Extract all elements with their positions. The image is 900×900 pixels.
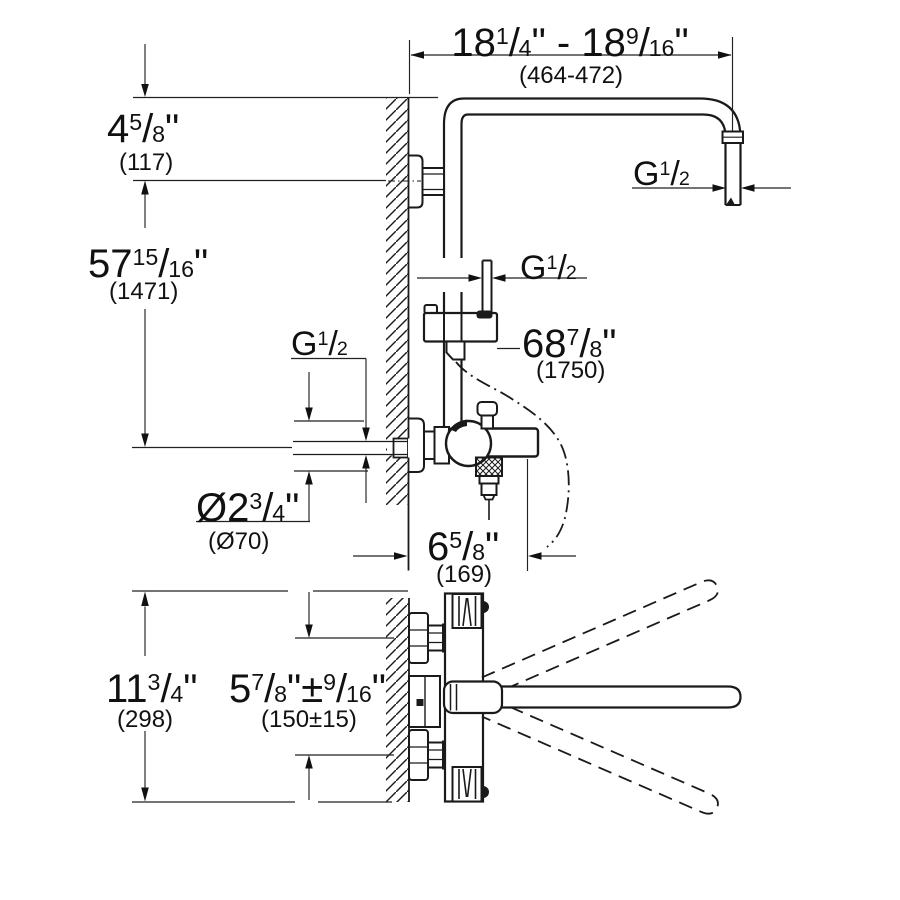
inlet-escutcheon-top [408, 612, 429, 664]
lever-handle-positions-dashed [481, 579, 719, 815]
mixer-valve-side-view [408, 401, 540, 520]
dimension-lines-upper [132, 37, 791, 571]
inlet-escutcheon-bottom [408, 729, 429, 781]
thread-label-holder-pipe: G1/2 [520, 249, 577, 287]
dim-supply-distance-imperial: 57/8"±9/16" [229, 667, 386, 711]
dim-spout-projection-imperial: 65/8" [427, 525, 500, 569]
inlet-nut-bottom [427, 741, 444, 769]
mixer-escutcheon [408, 417, 425, 473]
wall-bracket [388, 154, 445, 209]
shower-head-connector-nub [726, 197, 735, 205]
holder-clamp [476, 310, 493, 319]
dim-supply-distance-metric: (150±15) [261, 706, 357, 733]
hose-nut [475, 456, 503, 477]
mixer-top-view [408, 592, 489, 803]
holder-hose-outlet [445, 340, 466, 361]
dim-riser-height-imperial: 5715/16" [88, 242, 209, 286]
diverter-stem [480, 413, 494, 430]
dimension-lines-lower [132, 590, 408, 803]
dim-body-width-imperial: 113/4" [106, 667, 198, 711]
temperature-handle [444, 419, 493, 468]
hand-shower-holder [422, 304, 499, 361]
dim-escutcheon-diameter-imperial: Ø23/4" [196, 486, 300, 530]
dim-width-range-imperial: 181/4" - 189/16" [451, 21, 689, 65]
dim-arm-offset-metric: (117) [119, 149, 174, 176]
hand-shower-connection-pipe [481, 259, 493, 313]
supply-connection [293, 437, 409, 459]
thread-label-supply: G1/2 [291, 325, 348, 363]
dim-body-width-metric: (298) [117, 706, 174, 733]
dim-holder-height-metric: (1750) [536, 357, 606, 384]
dim-escutcheon-diameter-metric: (Ø70) [208, 528, 270, 555]
dim-riser-height-metric: (1471) [109, 278, 179, 305]
handle-hub [442, 680, 504, 715]
dim-holder-height-imperial: 687/8" [522, 322, 617, 366]
thread-label-shower-arm: G1/2 [633, 155, 690, 193]
lever-handle [442, 680, 742, 715]
wall-section-lower [386, 598, 409, 802]
dim-spout-projection-metric: (169) [436, 561, 493, 588]
dim-arm-offset-imperial: 45/8" [107, 107, 180, 151]
inlet-nut-top [427, 624, 444, 652]
diverter-knob [476, 401, 498, 417]
wall-section-upper [386, 97, 408, 505]
dim-width-range-metric: (464-472) [518, 62, 624, 89]
hand-shower-hose-dashed [455, 361, 570, 548]
